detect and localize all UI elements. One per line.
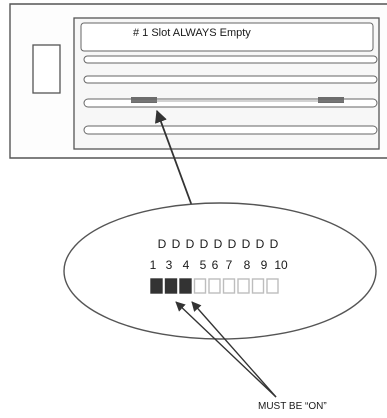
pointer-arrow [155, 109, 193, 207]
dip-switch [150, 278, 163, 294]
switch-number: 1 [150, 258, 157, 272]
side-indicator [32, 44, 61, 94]
switch-letter: D [270, 237, 279, 251]
zoom-ellipse [63, 202, 377, 340]
card-connector-right [318, 97, 344, 103]
dip-switch [164, 278, 178, 294]
callout-arrow-1 [175, 301, 277, 398]
dip-switch [237, 278, 250, 294]
empty-slot-1 [80, 22, 374, 52]
switch-letter: D [200, 237, 209, 251]
switch-row [150, 278, 279, 294]
switch-number: 5 [200, 258, 207, 272]
switch-letter: D [242, 237, 251, 251]
switch-letter: D [256, 237, 265, 251]
slot-3 [83, 75, 378, 84]
slot-5 [83, 125, 378, 135]
dip-switch [179, 278, 192, 294]
switch-number: 10 [274, 258, 288, 272]
switch-number: 8 [244, 258, 251, 272]
slot-2 [83, 55, 378, 64]
dip-switch [251, 278, 265, 294]
switch-letter: D [172, 237, 181, 251]
card-connector-left [131, 97, 157, 103]
dip-switch [222, 278, 236, 294]
switch-number: 6 [212, 258, 219, 272]
dip-switch [208, 278, 221, 294]
switch-letter: D [214, 237, 223, 251]
switch-letter: D [228, 237, 237, 251]
callout-label: MUST BE “ON” [258, 401, 327, 412]
switch-number: 4 [183, 258, 190, 272]
slot-note-label: # 1 Slot ALWAYS Empty [133, 27, 251, 39]
switch-number: 3 [166, 258, 173, 272]
switch-letter: D [158, 237, 167, 251]
switch-number: 9 [261, 258, 268, 272]
switch-number: 7 [226, 258, 233, 272]
dip-switch [193, 278, 207, 294]
dip-switch [266, 278, 279, 294]
callout-arrow-2 [191, 301, 277, 398]
switch-letter: D [186, 237, 195, 251]
